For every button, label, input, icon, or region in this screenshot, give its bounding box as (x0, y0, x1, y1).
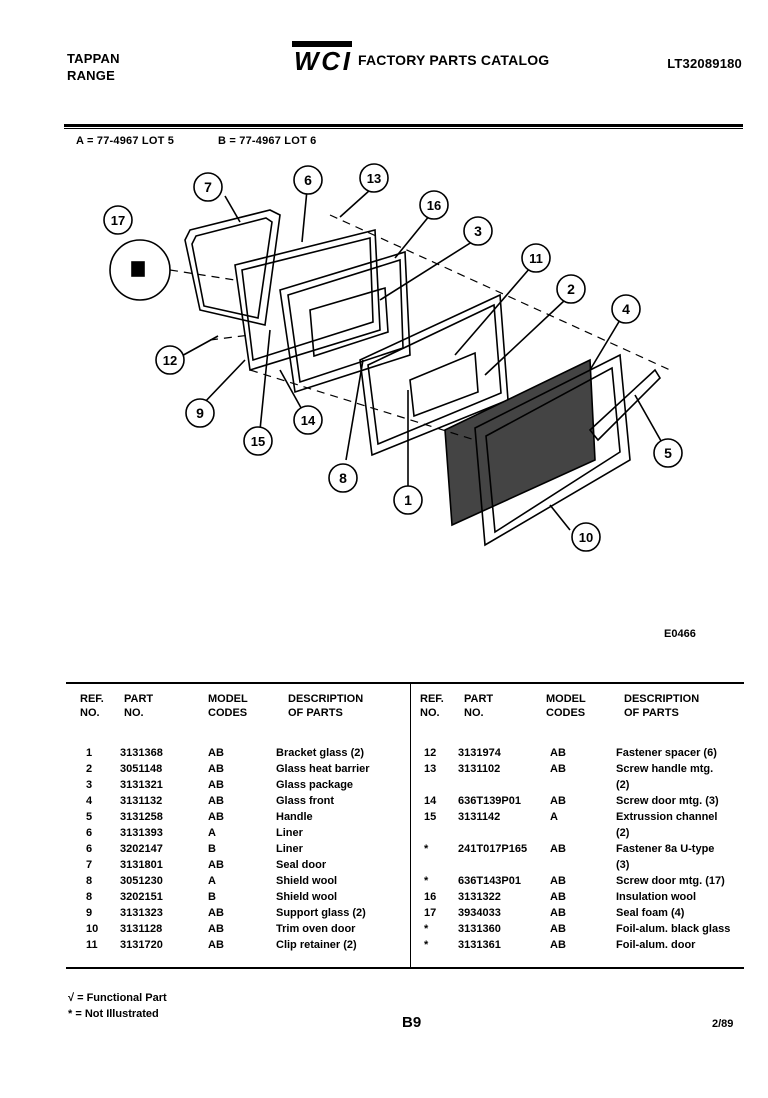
svg-text:2: 2 (567, 281, 575, 297)
trim-door-shape (474, 353, 631, 547)
callout-7: 7 (193, 172, 223, 202)
callout-8: 8 (328, 463, 358, 493)
callout-15: 15 (243, 426, 273, 456)
glass-package-shape (279, 250, 411, 394)
table-row: (2) (616, 779, 630, 791)
model-a-code: A = 77-4967 LOT 5 (76, 135, 175, 147)
svg-text:17: 17 (111, 213, 125, 228)
logo-text: WCI (294, 46, 351, 73)
revision-date: 2/89 (712, 1018, 734, 1030)
catalog-number: LT32089180 (667, 56, 742, 71)
callout-11: 11 (521, 243, 551, 273)
callout-1: 1 (393, 485, 423, 515)
table-top-rule (66, 682, 744, 684)
table-divider (410, 682, 411, 967)
callout-4: 4 (611, 294, 641, 324)
svg-text:11: 11 (529, 251, 543, 266)
svg-text:14: 14 (301, 413, 316, 428)
page-code: B9 (402, 1014, 422, 1031)
svg-text:10: 10 (579, 530, 593, 545)
svg-text:1: 1 (404, 492, 412, 508)
model-b-code: B = 77-4967 LOT 6 (218, 135, 317, 147)
header-rule-thin (64, 128, 743, 129)
svg-text:7: 7 (204, 179, 212, 195)
svg-text:8: 8 (339, 470, 347, 486)
callout-13: 13 (359, 163, 389, 193)
exploded-door-diagram: 7 6 13 17 16 3 11 2 4 12 9 14 (103, 163, 683, 552)
svg-text:9: 9 (196, 405, 204, 421)
svg-text:13: 13 (367, 171, 381, 186)
callout-16: 16 (419, 190, 449, 220)
table-row: (3) (616, 859, 630, 871)
callout-9: 9 (185, 398, 215, 428)
legend-functional: √ = Functional Part (68, 992, 167, 1004)
callout-3: 3 (463, 216, 493, 246)
brand-block: TAPPAN RANGE (67, 50, 120, 84)
table-bottom-rule (66, 967, 744, 969)
svg-text:15: 15 (251, 434, 265, 449)
col-ref-header-right: REF.NO. (420, 693, 444, 719)
callout-5: 5 (653, 438, 683, 468)
wci-logo: WCI (292, 41, 352, 73)
brand-name: TAPPAN (67, 51, 120, 66)
callout-12: 12 (155, 345, 185, 375)
legend: √ = Functional Part * = Not Illustrated (68, 990, 167, 1022)
svg-text:16: 16 (427, 198, 441, 213)
callout-6: 6 (293, 165, 323, 195)
seal-door-shape (184, 209, 281, 326)
callout-10: 10 (571, 522, 601, 552)
diagram-code: E0466 (664, 628, 696, 640)
catalog-title: FACTORY PARTS CATALOG (358, 52, 550, 68)
svg-text:12: 12 (163, 353, 177, 368)
callout-2: 2 (556, 274, 586, 304)
callout-17: 17 (103, 205, 133, 235)
svg-text:3: 3 (474, 223, 482, 239)
col-ref-header: REF.NO. (80, 693, 104, 719)
product-type: RANGE (67, 68, 115, 83)
shield-wool-shape (444, 358, 596, 527)
handle-shape (588, 368, 662, 442)
liner-shape (234, 228, 381, 372)
header-rule (64, 124, 743, 127)
table-row: (2) (616, 827, 630, 839)
legend-not-illustrated: * = Not Illustrated (68, 1008, 159, 1020)
svg-text:6: 6 (304, 172, 312, 188)
svg-text:4: 4 (622, 301, 630, 317)
svg-text:5: 5 (664, 445, 672, 461)
callout-14: 14 (293, 405, 323, 435)
